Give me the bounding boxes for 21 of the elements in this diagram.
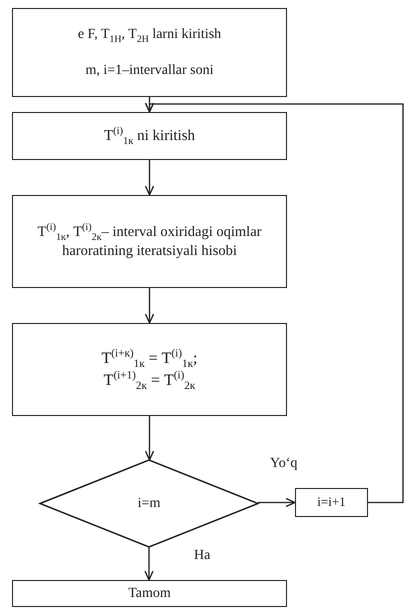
step-text: m, i=1–intervallar soni [85, 62, 214, 79]
arrow [144, 416, 154, 461]
step-text: e F, T$_{1H}$, T$_{2H}$ larni kiritish [78, 26, 222, 44]
condition-text: i=m [138, 494, 160, 512]
process-box [12, 8, 287, 97]
step-text: i=i+1 [317, 494, 346, 511]
process-box [12, 580, 287, 607]
edge-label: Yo‘q [268, 456, 300, 472]
process-box [12, 323, 287, 416]
arrow [144, 102, 404, 504]
arrow [144, 288, 154, 324]
arrow [144, 160, 154, 196]
step-text: T$^{(i)}$$_{1к}$, T$^{(i)}$$_{2к}$– interval oxiridagi oqimlar haroratining iteratsiyali hisobi [36, 223, 262, 260]
arrow [144, 547, 154, 581]
step-text: Tamom [128, 584, 171, 602]
process-box [295, 488, 368, 517]
arrow [258, 498, 296, 508]
step-text: T$^{(i)}$$_{1к}$ ni kiritish [104, 126, 196, 146]
process-box [12, 195, 287, 288]
step-text: T$^{(i+к)}$$_{1к}$ = T$^{(i)}$$_{1к}$; [102, 348, 198, 368]
process-box [12, 112, 287, 160]
